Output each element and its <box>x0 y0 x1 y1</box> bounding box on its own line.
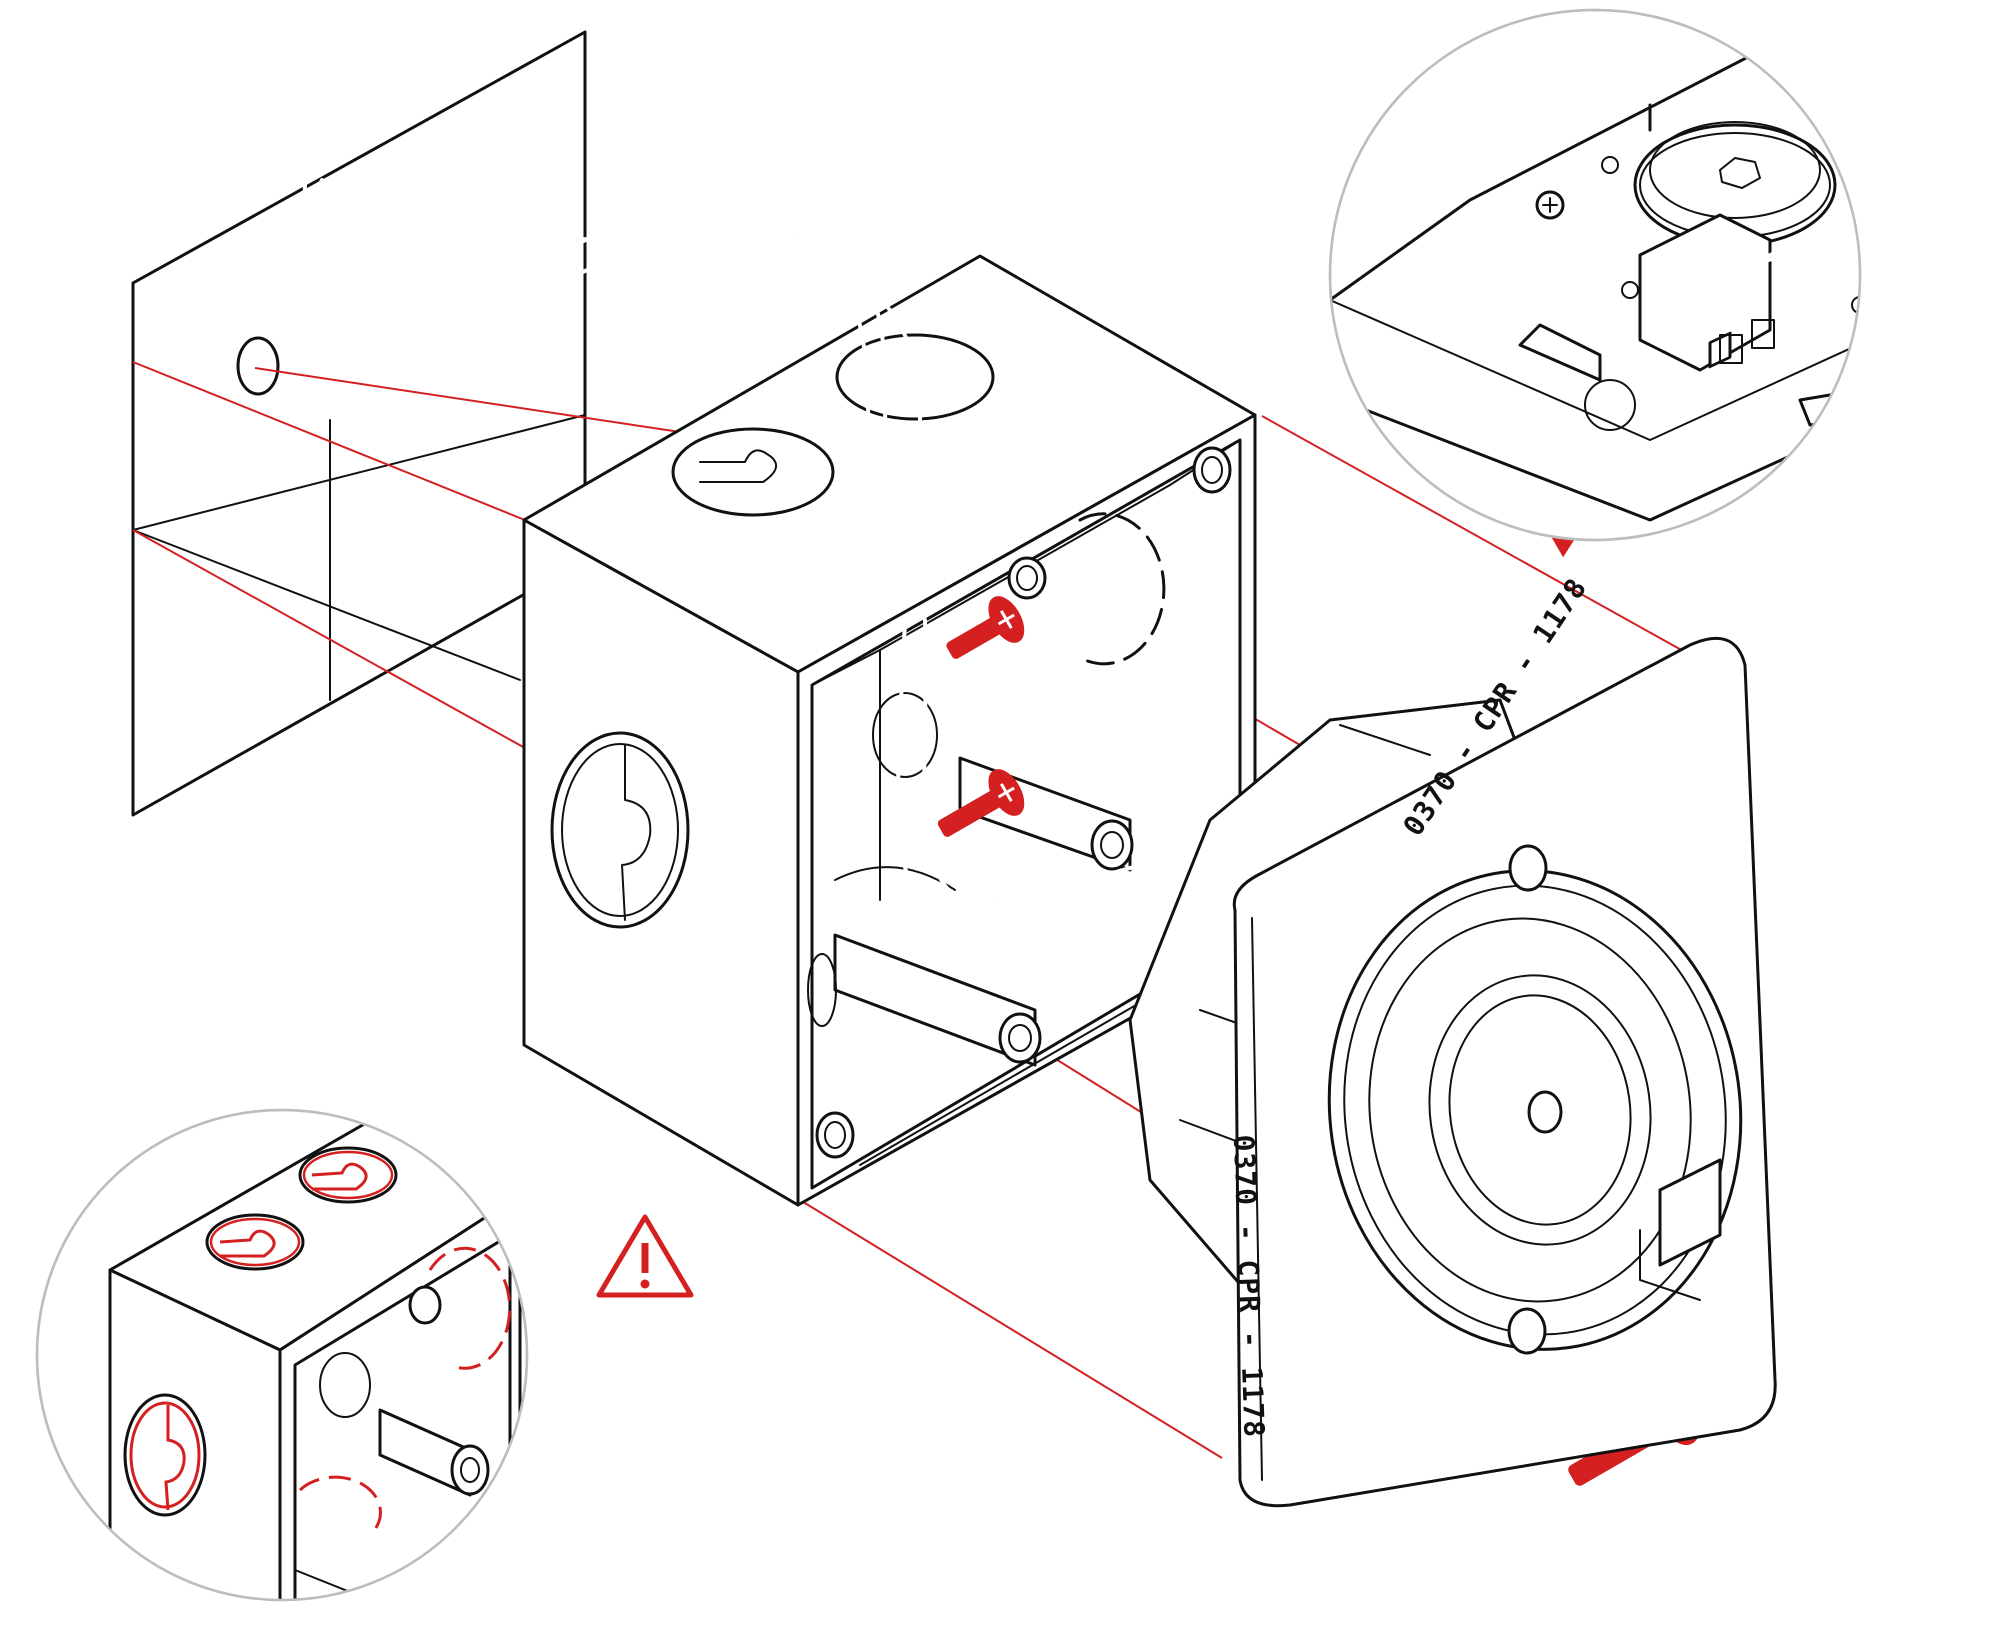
corner-boss-tr <box>1192 446 1232 494</box>
release-button <box>1658 1158 1722 1267</box>
inner-knockout <box>872 692 938 778</box>
junction-box <box>522 254 1257 1207</box>
side-knockout <box>550 731 690 929</box>
plate-hole-top <box>1508 844 1548 892</box>
cable-wires <box>268 178 1232 938</box>
detail-terminal-block <box>1328 8 1862 542</box>
corner-boss-tl <box>1007 556 1047 600</box>
plate-hole-bottom <box>1507 1307 1547 1355</box>
warning-triangle-icon <box>596 1214 694 1298</box>
wall-panel <box>131 30 587 817</box>
screw-middle <box>937 769 1025 837</box>
corner-boss-bl <box>815 1111 855 1159</box>
inner-knockout-dashed <box>1078 512 1166 666</box>
magnet-core <box>1428 974 1652 1246</box>
detail-knockout-box <box>35 1108 529 1602</box>
door-holder-magnet: 0370 - CPR - 1178 0370 - CPR - 1178 <box>1128 572 1777 1508</box>
top-knockout-1 <box>671 427 835 517</box>
wall-hole <box>236 336 280 396</box>
screw-upper <box>946 596 1025 659</box>
magnet-center-pin <box>1527 1090 1563 1134</box>
